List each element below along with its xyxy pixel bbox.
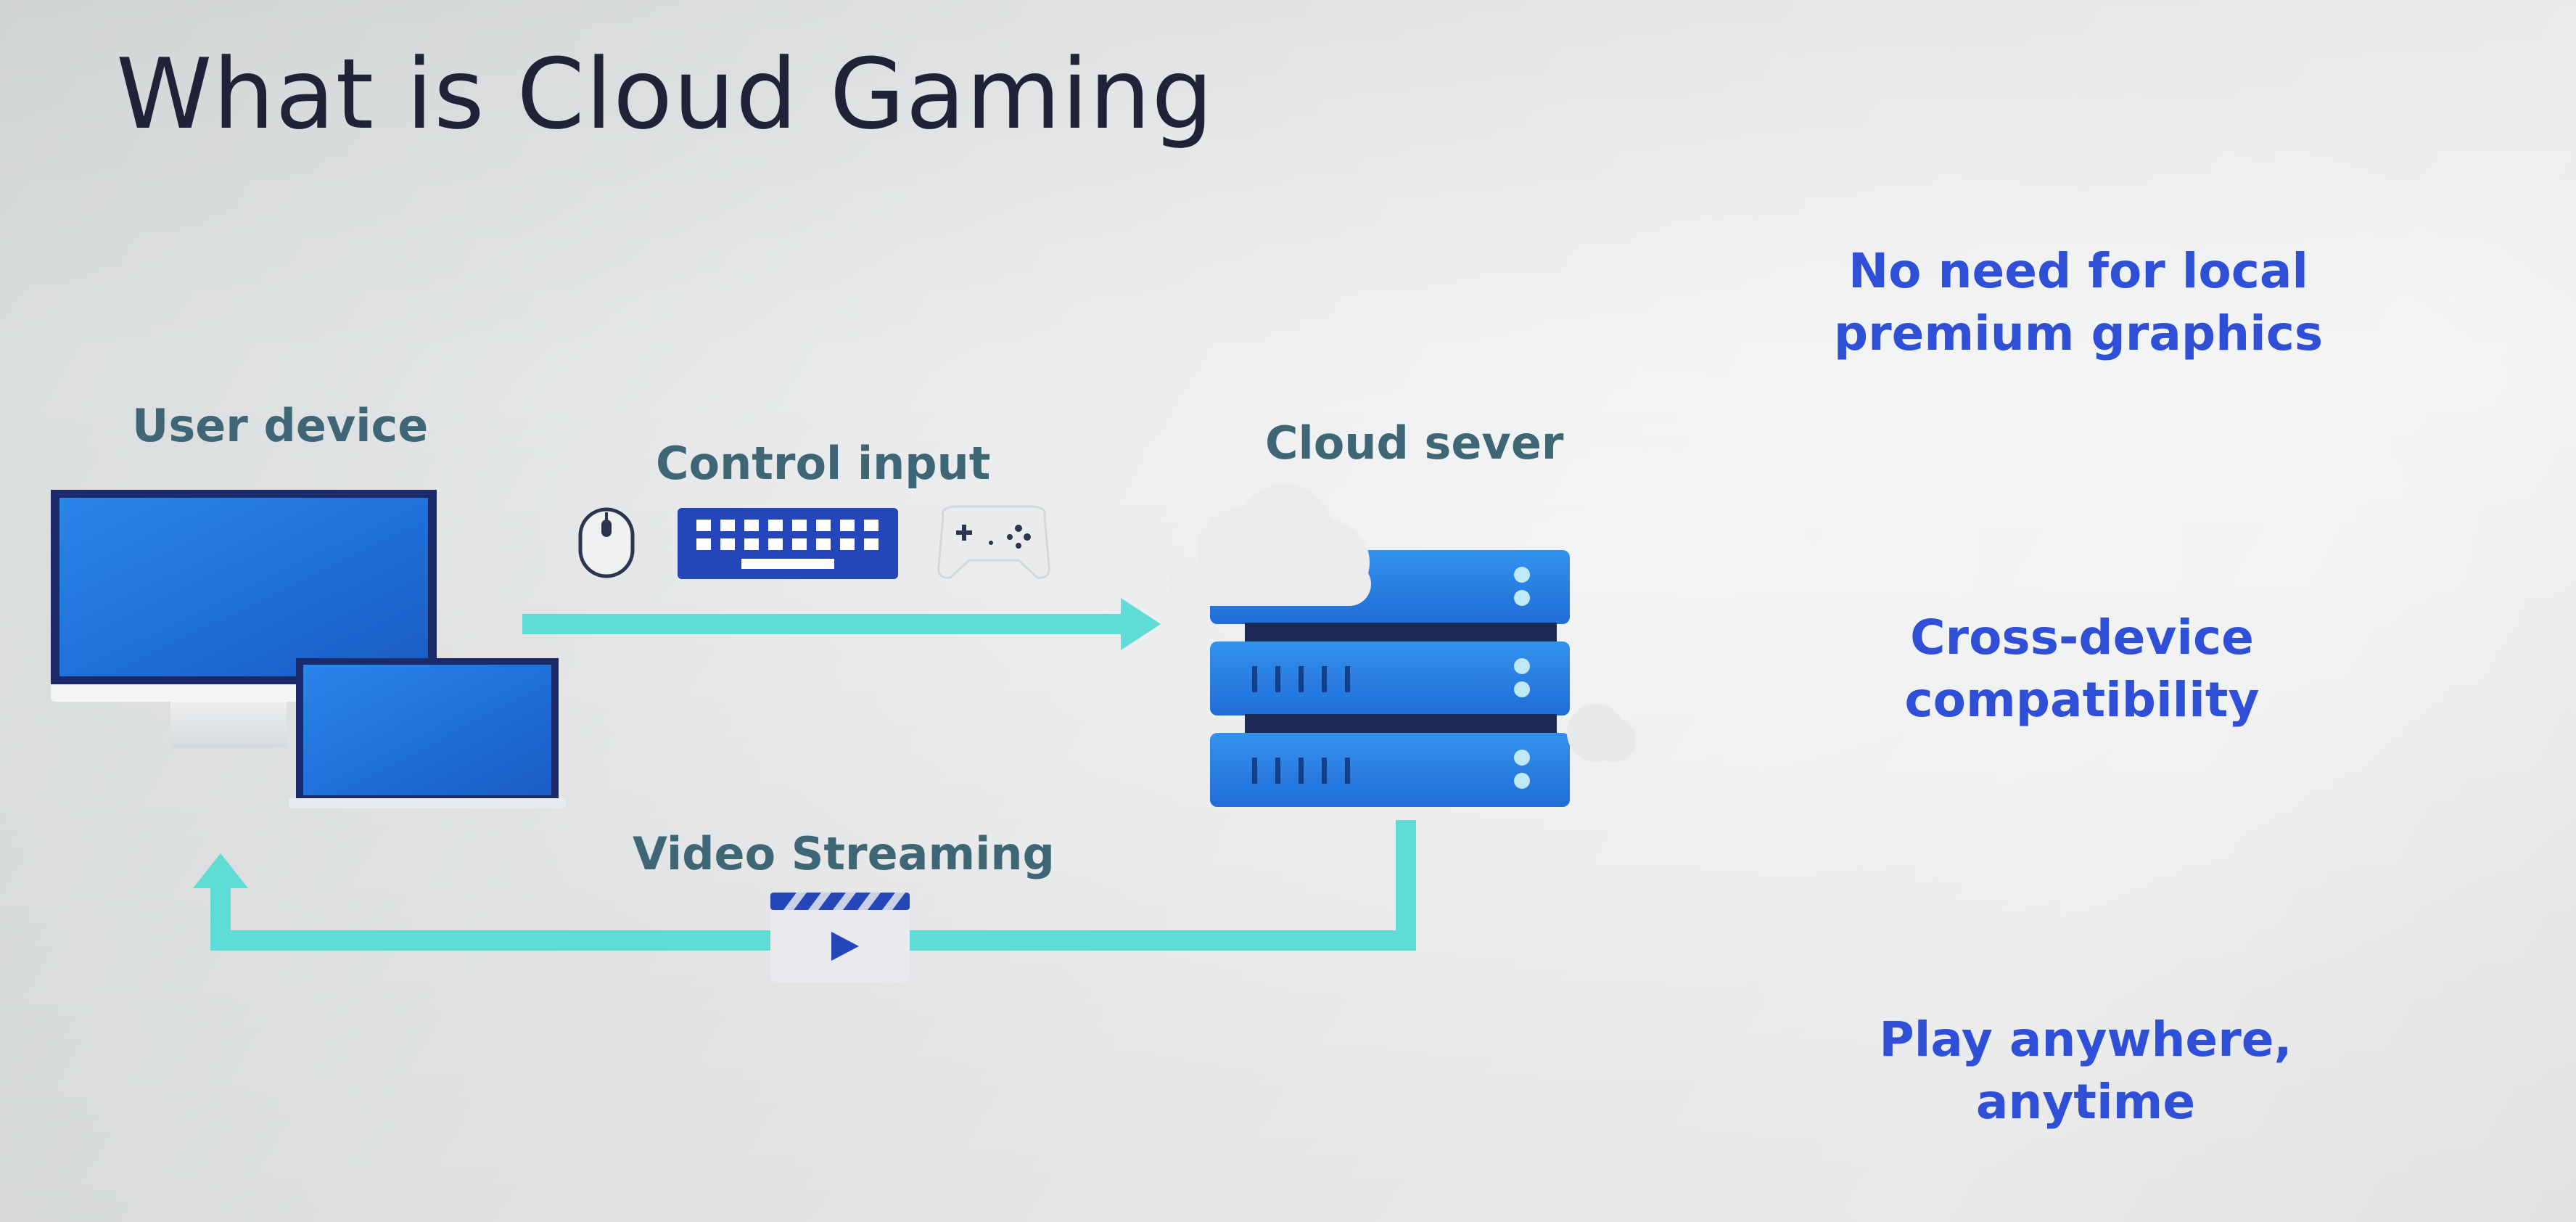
video-streaming-label: Video Streaming xyxy=(633,827,1055,880)
control-input-arrow xyxy=(522,598,1161,650)
gamepad-icon xyxy=(937,505,1050,579)
benefit-play-anywhere: Play anywhere, anytime xyxy=(1879,1012,2292,1130)
benefit-cross-device: Cross-device compatibility xyxy=(1904,610,2260,728)
monitor-icon xyxy=(51,490,457,747)
slide-title: What is Cloud Gaming xyxy=(116,38,1214,151)
video-player-icon xyxy=(770,893,910,983)
laptop-icon xyxy=(289,658,566,808)
control-input-label: Control input xyxy=(656,437,991,490)
mouse-icon xyxy=(578,507,635,578)
keyboard-icon xyxy=(678,508,898,579)
user-device-label: User device xyxy=(132,399,429,452)
cloud-server-label: Cloud sever xyxy=(1265,417,1564,469)
benefit-no-local-graphics: No need for local premium graphics xyxy=(1833,243,2324,361)
cloud-icon xyxy=(1168,484,1636,762)
